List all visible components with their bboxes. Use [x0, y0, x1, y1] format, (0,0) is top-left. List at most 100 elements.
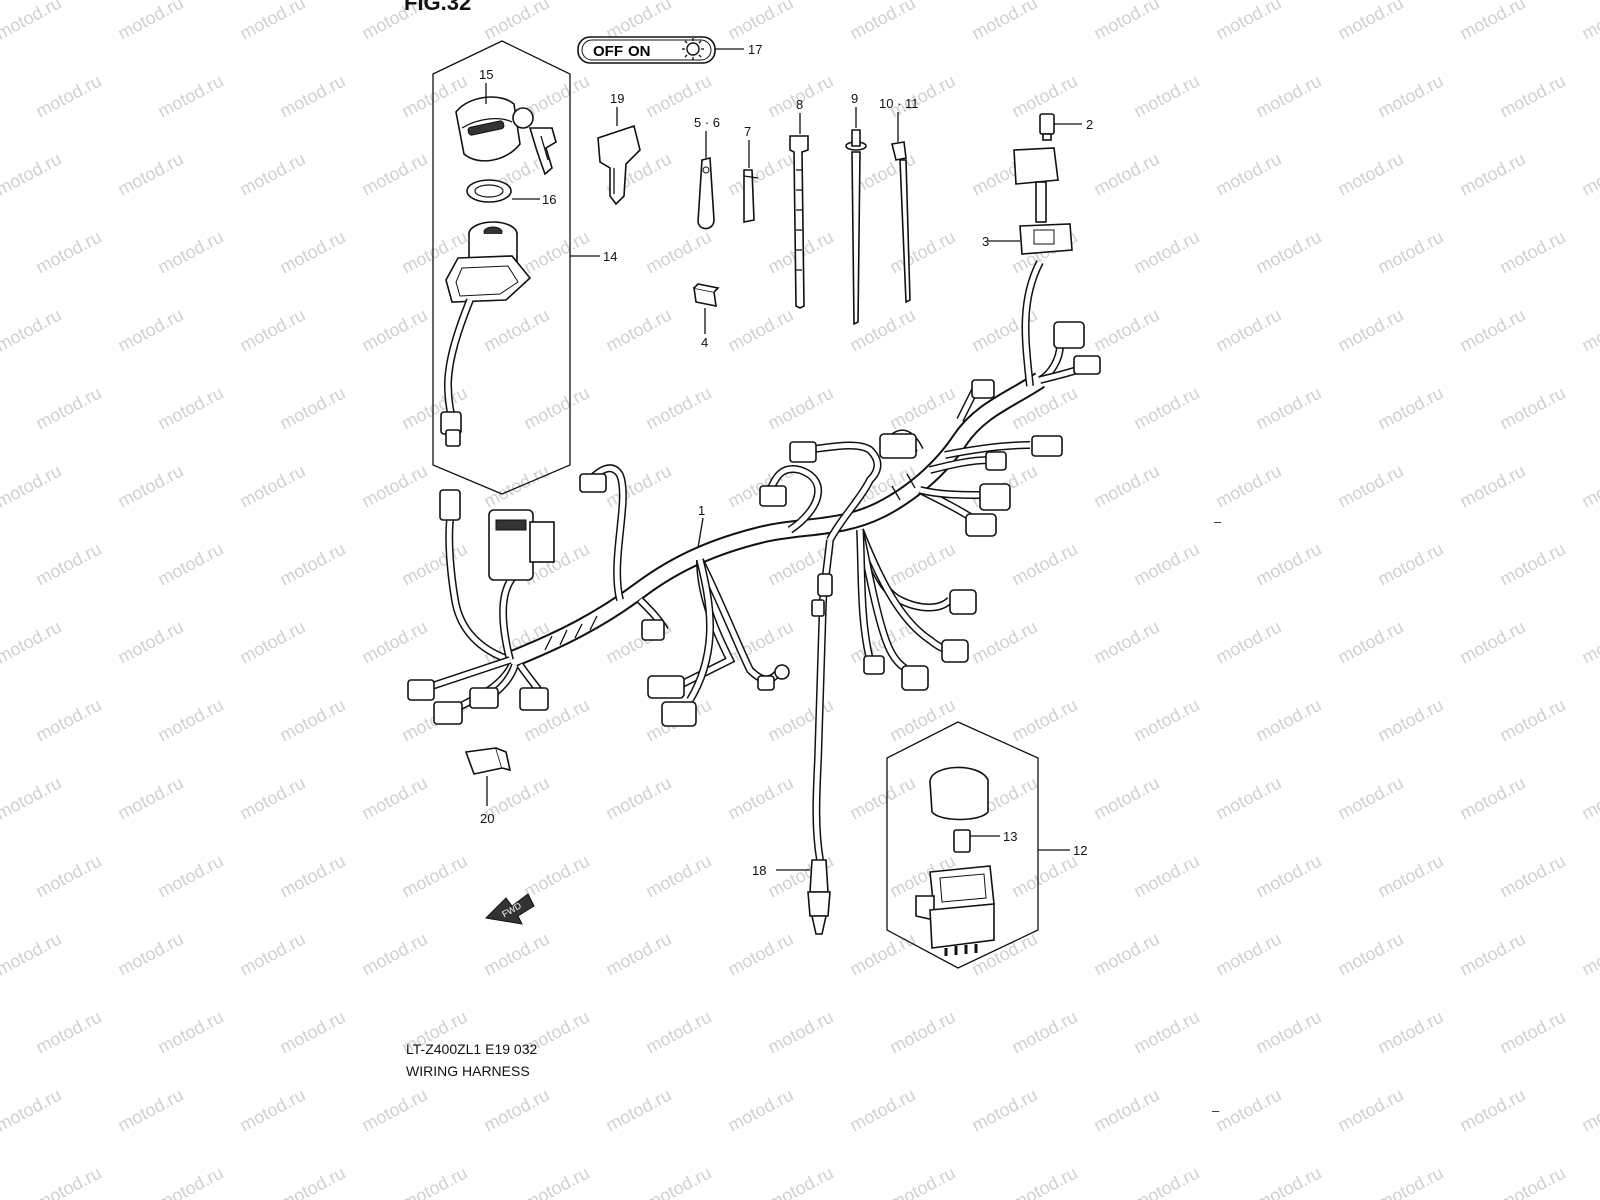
watermark-text: motod.ru: [764, 1163, 836, 1200]
watermark-text: motod.ru: [114, 617, 186, 668]
watermark-text: motod.ru: [358, 305, 430, 356]
wire-clamp-5-6: [697, 156, 715, 230]
watermark-text: motod.ru: [968, 1085, 1040, 1136]
watermark-text: motod.ru: [1008, 851, 1080, 902]
watermark-text: motod.ru: [1252, 1007, 1324, 1058]
watermark-text: motod.ru: [1212, 773, 1284, 824]
watermark-text: motod.ru: [1578, 305, 1600, 356]
watermark-text: motod.ru: [1252, 851, 1324, 902]
watermark-text: motod.ru: [398, 539, 470, 590]
watermark-text: motod.ru: [276, 71, 348, 122]
spare-key: [597, 124, 641, 206]
watermark-text: motod.ru: [32, 227, 104, 278]
watermark-text: motod.ru: [114, 0, 186, 44]
watermark-text: motod.ru: [114, 461, 186, 512]
watermark-text: motod.ru: [1374, 383, 1446, 434]
watermark-text: motod.ru: [276, 227, 348, 278]
watermark-text: motod.ru: [846, 929, 918, 980]
watermark-text: motod.ru: [1130, 851, 1202, 902]
callout-7: 7: [744, 124, 751, 139]
watermark-text: motod.ru: [724, 929, 796, 980]
watermark-text: motod.ru: [886, 1163, 958, 1200]
watermark-text: motod.ru: [642, 1007, 714, 1058]
watermark-text: motod.ru: [358, 461, 430, 512]
lock-nut: [466, 179, 512, 203]
ignition-key-cap: [455, 96, 521, 162]
watermark-text: motod.ru: [846, 1085, 918, 1136]
watermark-text: motod.ru: [32, 383, 104, 434]
watermark-text: motod.ru: [642, 851, 714, 902]
harness-branches: [418, 260, 1092, 861]
harness-connectors: [407, 321, 1101, 727]
watermark-text: motod.ru: [1090, 929, 1162, 980]
watermark-text: motod.ru: [1456, 149, 1528, 200]
watermark-text: motod.ru: [114, 1085, 186, 1136]
watermark-text: motod.ru: [236, 0, 308, 44]
watermark-text: motod.ru: [642, 227, 714, 278]
watermark-text: motod.ru: [1578, 149, 1600, 200]
watermark-text: motod.ru: [1496, 539, 1568, 590]
watermark-text: motod.ru: [1334, 1085, 1406, 1136]
watermark-text: motod.ru: [1090, 617, 1162, 668]
watermark-text: motod.ru: [1252, 227, 1324, 278]
watermark-text: motod.ru: [32, 695, 104, 746]
watermark-text: motod.ru: [0, 929, 65, 980]
watermark-text: motod.ru: [968, 0, 1040, 44]
watermark-text: motod.ru: [32, 1007, 104, 1058]
grommet-clip-4: [693, 283, 720, 308]
callout-5-6: 5 · 6: [694, 115, 720, 130]
watermark-text: motod.ru: [154, 851, 226, 902]
watermark-text: motod.ru: [480, 461, 552, 512]
callout-16: 16: [542, 192, 556, 207]
watermark-text: motod.ru: [968, 617, 1040, 668]
harness-branch-inner: [588, 465, 626, 601]
wire-clamp-7: [743, 169, 759, 223]
watermark-text: motod.ru: [1374, 71, 1446, 122]
watermark-text: motod.ru: [236, 461, 308, 512]
watermark-text: motod.ru: [236, 305, 308, 356]
watermark-text: motod.ru: [1212, 617, 1284, 668]
main-wiring-harness: [407, 260, 1101, 861]
watermark-text: motod.ru: [1496, 227, 1568, 278]
callout-12: 12: [1073, 843, 1087, 858]
watermark-text: motod.ru: [1212, 1085, 1284, 1136]
watermark-text: motod.ru: [602, 1085, 674, 1136]
watermark-text: motod.ru: [602, 773, 674, 824]
watermark-text: motod.ru: [520, 851, 592, 902]
watermark-text: motod.ru: [1374, 1163, 1446, 1200]
callout-8: 8: [796, 97, 803, 112]
watermark-text: motod.ru: [1090, 1085, 1162, 1136]
watermark-text: motod.ru: [480, 305, 552, 356]
watermark-text: motod.ru: [154, 383, 226, 434]
watermark-text: motod.ru: [32, 1163, 104, 1200]
harness-branch-inner: [857, 529, 907, 671]
watermark-text: motod.ru: [1130, 1163, 1202, 1200]
watermark-text: motod.ru: [1456, 461, 1528, 512]
watermark-text: motod.ru: [1578, 929, 1600, 980]
watermark-text: motod.ru: [154, 1007, 226, 1058]
watermark-text: motod.ru: [114, 305, 186, 356]
watermark-text: motod.ru: [1374, 851, 1446, 902]
watermark-text: motod.ru: [0, 617, 65, 668]
watermark-text: motod.ru: [236, 1085, 308, 1136]
cable-tie-8: [789, 135, 809, 309]
watermark-text: motod.ru: [1252, 695, 1324, 746]
watermark-text: motod.ru: [1496, 695, 1568, 746]
watermark-text: motod.ru: [154, 71, 226, 122]
watermark-text: motod.ru: [1090, 149, 1162, 200]
watermark-text: motod.ru: [1456, 929, 1528, 980]
watermark-text: motod.ru: [1334, 461, 1406, 512]
watermark-text: motod.ru: [886, 695, 958, 746]
watermark-text: motod.ru: [764, 695, 836, 746]
cable-tie-9: [845, 129, 867, 326]
watermark-text: motod.ru: [1496, 1007, 1568, 1058]
switch-on-label: ON: [628, 43, 651, 60]
watermark-text: motod.ru: [1130, 227, 1202, 278]
watermark-text: motod.ru: [1374, 539, 1446, 590]
watermark-text: motod.ru: [1130, 71, 1202, 122]
fuse-13: [953, 829, 971, 853]
watermark-text: motod.ru: [114, 149, 186, 200]
harness-branch-inner: [687, 559, 713, 702]
callout-15: 15: [479, 67, 493, 82]
